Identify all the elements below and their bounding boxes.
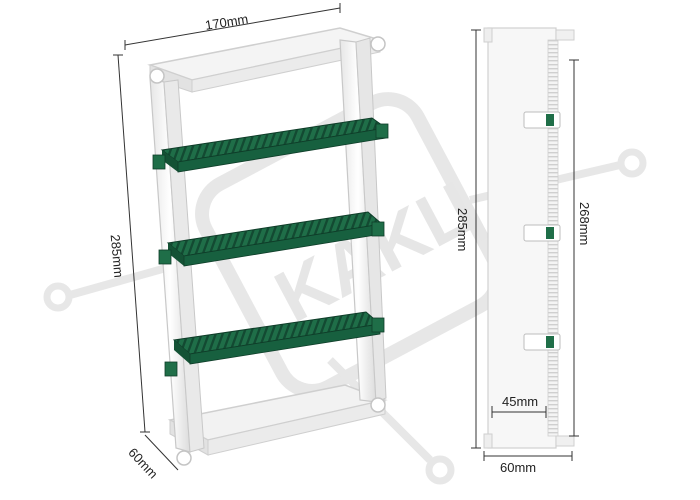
side-inner-height-label: 268mm — [577, 202, 592, 245]
rack-width-label: 170mm — [204, 11, 249, 33]
rack-shelf-bottom — [164, 311, 385, 377]
dimension-lines-rack — [113, 3, 341, 471]
rack-shelf-middle — [158, 211, 385, 267]
side-panel — [483, 27, 575, 449]
side-height-label: 285mm — [455, 208, 470, 251]
rack-height-label: 285mm — [108, 234, 127, 279]
side-slot-width-label: 45mm — [502, 394, 538, 409]
side-depth-label: 60mm — [500, 460, 536, 475]
rack-shelf-top — [152, 117, 389, 173]
dimension-lines-side — [471, 29, 579, 461]
rack-depth-label: 60mm — [125, 445, 161, 482]
